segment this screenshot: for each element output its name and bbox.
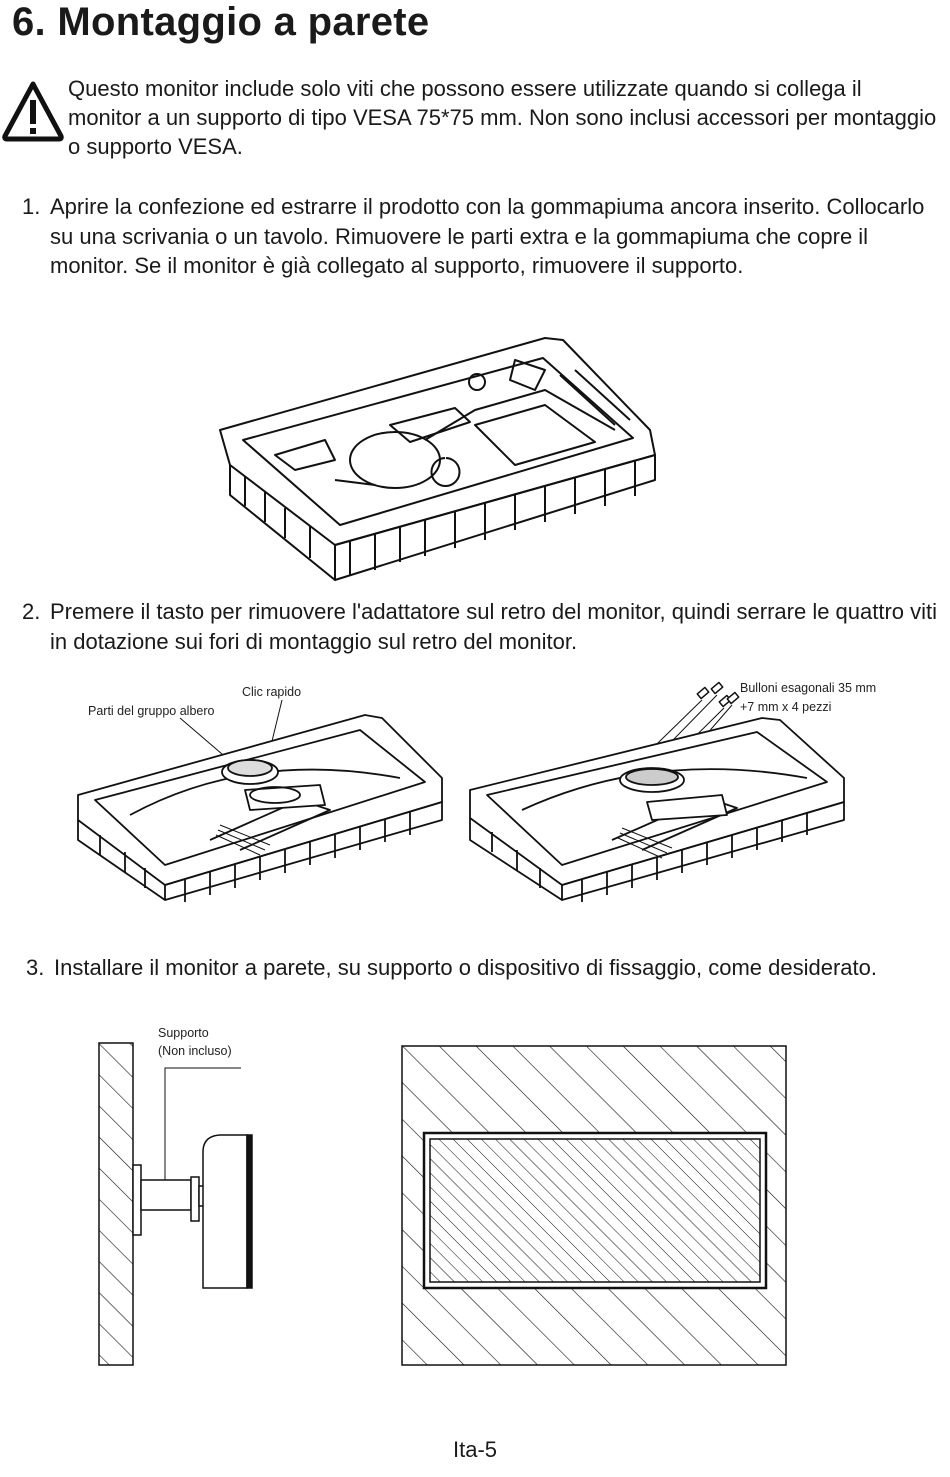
label-bolts-line2: +7 mm x 4 pezzi: [740, 700, 832, 714]
label-quick-click: Clic rapido: [242, 685, 302, 699]
foam-packaging-illustration: [219, 337, 656, 581]
step-3: 3. Installare il monitor a parete, su su…: [26, 953, 946, 1013]
step-number: 2.: [22, 599, 41, 624]
monitor-adapter-illustration: [77, 699, 443, 902]
page-number: Ita-5: [452, 1437, 498, 1462]
label-support-line2: (Non incluso): [158, 1044, 232, 1058]
step-text: Aprire la confezione ed estrarre il prod…: [50, 194, 925, 278]
page-title: 6. Montaggio a parete: [12, 0, 430, 44]
step-text: Premere il tasto per rimuovere l'adattat…: [50, 599, 938, 654]
step-number: 1.: [22, 194, 41, 219]
step-1: 1. Aprire la confezione ed estrarre il p…: [22, 192, 942, 312]
step-number: 3.: [26, 955, 45, 980]
wall-mount-front-illustration: [401, 1045, 787, 1366]
label-support-line1: Supporto: [158, 1026, 209, 1040]
step-2: 2. Premere il tasto per rimuovere l'adat…: [22, 597, 942, 657]
label-bolts-line1: Bulloni esagonali 35 mm: [740, 681, 877, 695]
wall-mount-side-illustration: [98, 1042, 253, 1366]
warning-text: Questo monitor include solo viti che pos…: [68, 76, 937, 159]
label-shaft-parts: Parti del gruppo albero: [88, 704, 215, 718]
monitor-bolts-illustration: [469, 681, 845, 902]
warning-icon: [2, 81, 64, 142]
step-text: Installare il monitor a parete, su suppo…: [54, 955, 877, 980]
